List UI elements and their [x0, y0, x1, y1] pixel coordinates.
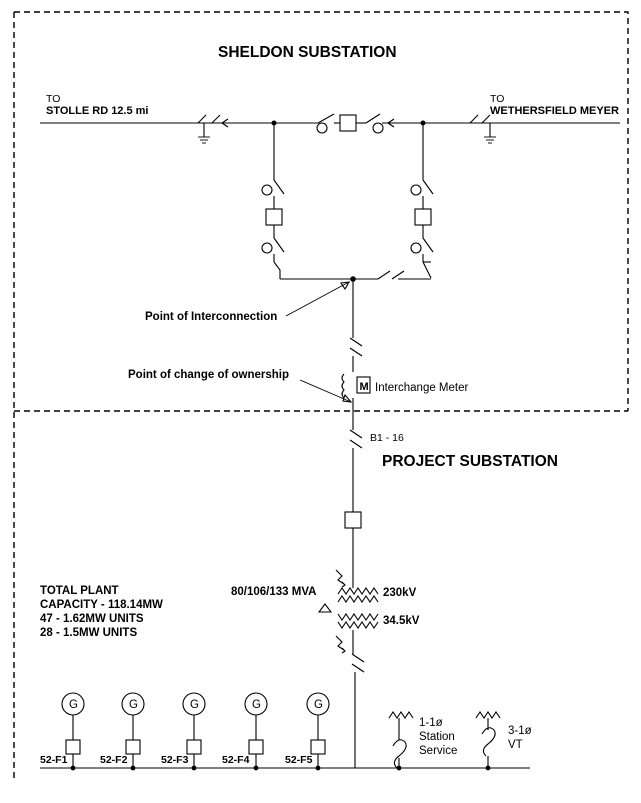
transformer-lv-voltage: 34.5kV	[383, 615, 420, 627]
station-service-label-1: 1-1ø	[419, 717, 443, 729]
project-main-breaker	[344, 511, 362, 529]
generator-4-symbol: G	[252, 699, 261, 711]
left-breaker-leg	[261, 123, 285, 279]
generator-3-symbol: G	[190, 699, 199, 711]
point-of-interconnection-label: Point of Interconnection	[145, 311, 277, 323]
feeder-1: G 52-F1	[40, 692, 85, 771]
plant-capacity-line-2: CAPACITY - 118.14MW	[40, 599, 163, 611]
poi-leader	[285, 281, 350, 317]
left-line-name: STOLLE RD 12.5 mi	[46, 105, 149, 117]
project-tie-line	[349, 279, 363, 512]
point-of-change-of-ownership-label: Point of change of ownership	[128, 369, 289, 381]
station-service-label-2: Station	[419, 731, 455, 743]
plant-capacity-line-4: 28 - 1.5MW UNITS	[40, 627, 137, 639]
feeder-4: G 52-F4	[222, 692, 268, 771]
feeder-1-breaker	[65, 739, 81, 755]
vt-label-2: VT	[508, 739, 523, 751]
right-breaker-leg	[410, 123, 434, 279]
delta-symbol	[317, 603, 333, 613]
main-power-transformer	[317, 569, 379, 654]
right-line-ground-switch	[469, 114, 496, 144]
right-line-to: TO	[490, 93, 504, 105]
project-substation-title: PROJECT SUBSTATION	[382, 453, 558, 470]
left-line-to: TO	[46, 93, 60, 105]
feeder-2-breaker	[125, 739, 141, 755]
feeder-2-label: 52-F2	[100, 754, 128, 766]
transformer-hv-voltage: 230kV	[383, 587, 417, 599]
poco-leader	[299, 379, 352, 403]
voltage-transformer	[475, 711, 501, 771]
feeder-3-breaker	[186, 739, 202, 755]
feeder-3-label: 52-F3	[161, 754, 189, 766]
lv-lead	[351, 630, 365, 768]
plant-capacity-line-3: 47 - 1.62MW UNITS	[40, 613, 144, 625]
feeder-5-breaker	[310, 739, 326, 755]
right-line-name: WETHERSFIELD MEYER	[490, 105, 619, 117]
meter-symbol: M	[360, 381, 369, 393]
feeder-4-breaker	[248, 739, 264, 755]
feeder-5-label: 52-F5	[285, 754, 313, 766]
top-bus-breaker	[316, 113, 384, 134]
feeder-4-label: 52-F4	[222, 754, 250, 766]
feeder-3: G 52-F3	[161, 692, 206, 771]
feeder-1-label: 52-F1	[40, 754, 68, 766]
feeder-2: G 52-F2	[100, 692, 145, 771]
interchange-meter: M	[341, 373, 371, 399]
ring-bus-bottom	[280, 270, 431, 280]
plant-capacity-line-1: TOTAL PLANT	[40, 585, 119, 597]
feeder-5: G 52-F5	[285, 692, 330, 771]
interchange-meter-label: Interchange Meter	[375, 382, 469, 394]
station-service-transformer	[388, 711, 414, 771]
station-service-label-3: Service	[419, 745, 457, 757]
generator-5-symbol: G	[314, 699, 323, 711]
left-line-ground-switch	[197, 114, 221, 144]
transformer-rating: 80/106/133 MVA	[231, 586, 316, 598]
vt-label-1: 3-1ø	[508, 725, 532, 737]
generator-1-symbol: G	[69, 699, 78, 711]
breaker-b1-16-label: B1 - 16	[370, 432, 404, 444]
sheldon-substation-boundary	[13, 11, 629, 778]
generator-2-symbol: G	[129, 699, 138, 711]
main-230kv-line	[40, 118, 620, 128]
sheldon-substation-title: SHELDON SUBSTATION	[218, 44, 397, 61]
